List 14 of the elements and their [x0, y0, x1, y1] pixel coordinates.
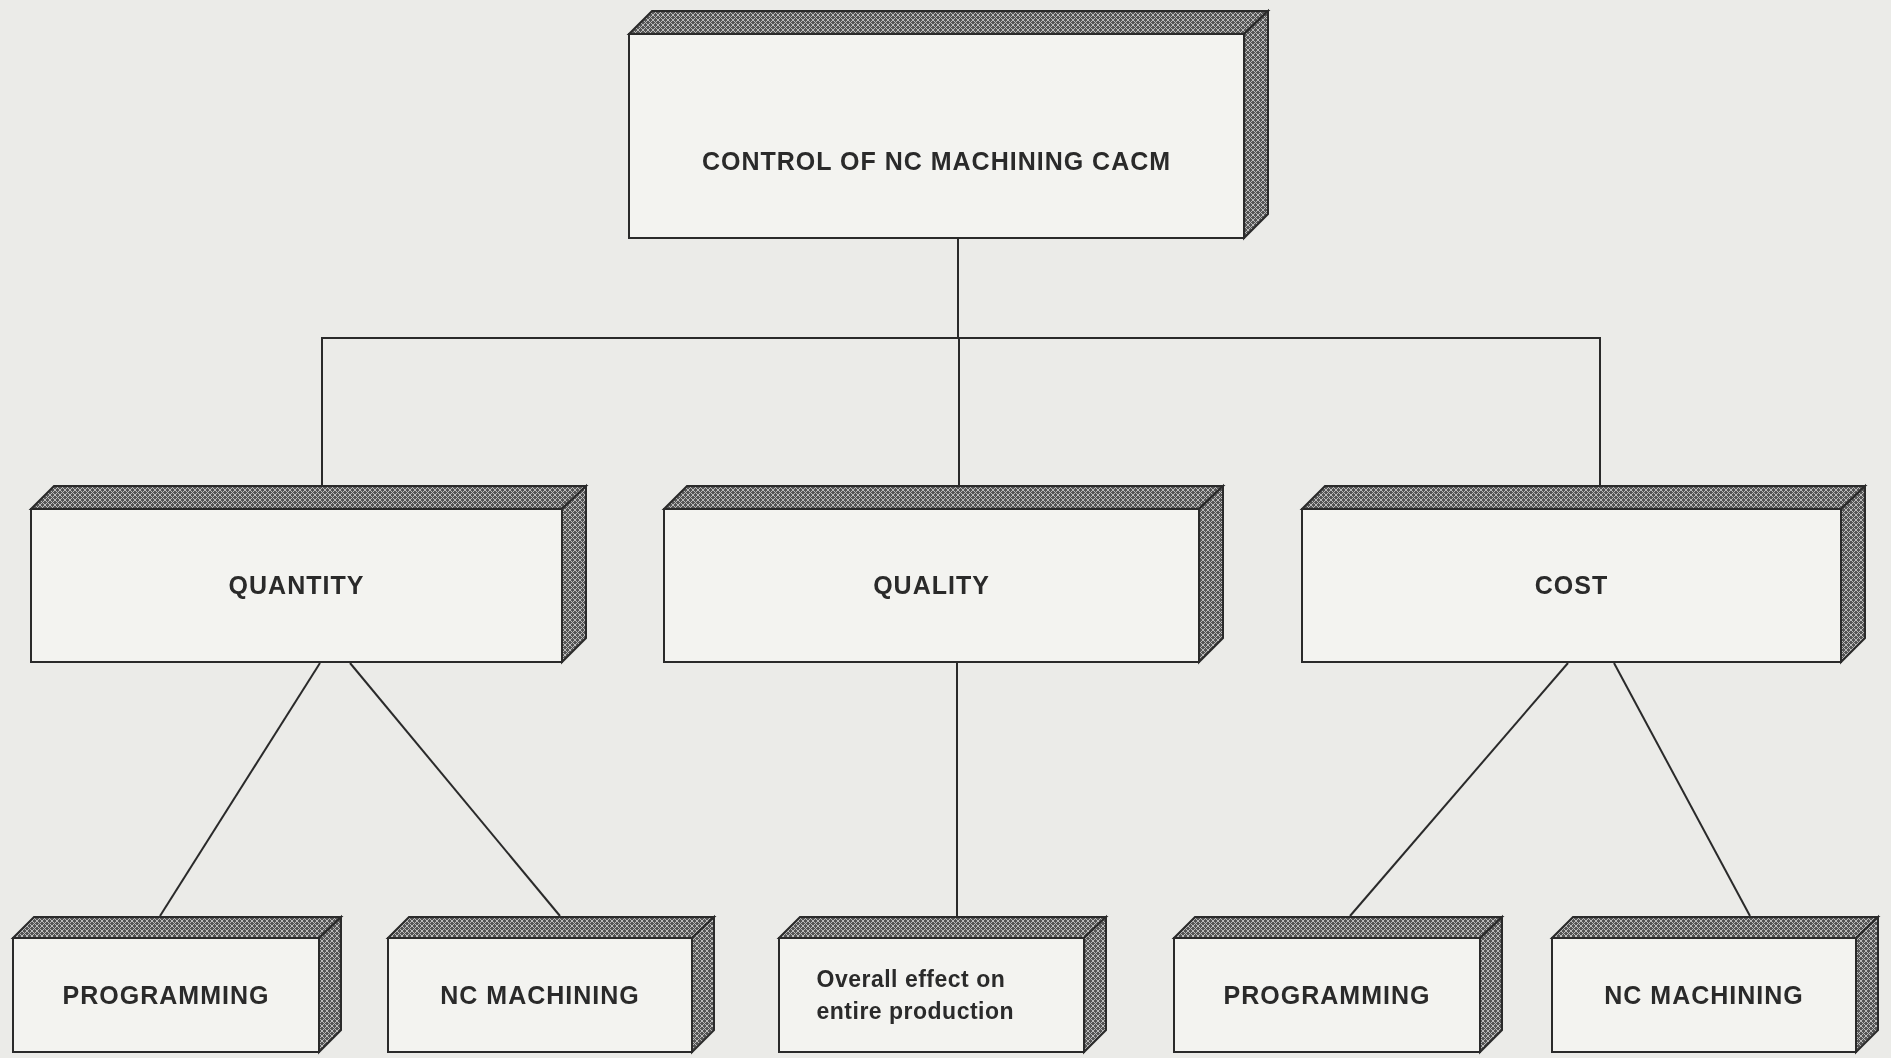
box-label: Overall effect on entire production	[816, 965, 1016, 1026]
box-label: PROGRAMMING	[1223, 979, 1431, 1011]
box-label: PROGRAMMING	[62, 979, 270, 1011]
connector-line	[349, 662, 561, 917]
connector-line	[956, 662, 958, 917]
connector-line	[1613, 662, 1751, 917]
box-label: QUANTITY	[228, 570, 365, 602]
box-label: CONTROL OF NC MACHINING CACM	[701, 145, 1172, 177]
box-label: NC MACHINING	[440, 979, 640, 1011]
box-label: COST	[1534, 570, 1609, 602]
box-label: NC MACHINING	[1604, 979, 1804, 1011]
connector-line	[1349, 662, 1569, 917]
box-label: QUALITY	[873, 570, 990, 602]
connector-line	[159, 662, 321, 917]
